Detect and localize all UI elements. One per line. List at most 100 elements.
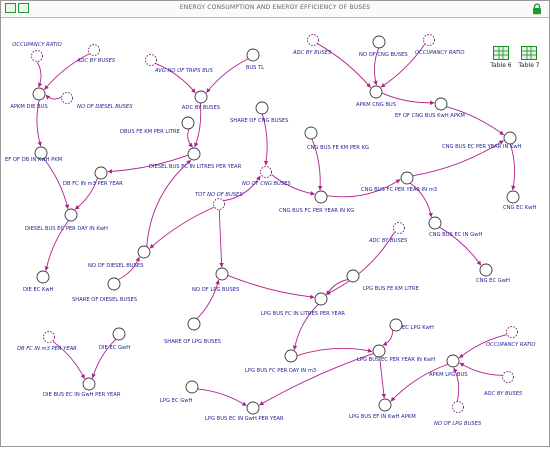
node-occ2[interactable]: OCCUPANCY RATIO bbox=[415, 34, 464, 57]
node-dbusfc[interactable]: DIESEL BUS FC IN LITRES PER YEAR bbox=[149, 147, 242, 170]
node-adcbuses[interactable]: ADC BY BUSES bbox=[182, 90, 220, 111]
converter-icon[interactable] bbox=[187, 147, 201, 161]
node-avgnotrips[interactable]: AVG NO OF TRIPS BUS bbox=[145, 54, 214, 75]
node-cngecgwh2[interactable]: CNG EC GwH bbox=[476, 263, 510, 284]
node-cngecgwh[interactable]: CNG BUS EC IN GwH bbox=[428, 216, 482, 238]
node-lpgfe[interactable]: LPG BUS FE KM LITRE bbox=[346, 269, 419, 292]
converter-icon[interactable] bbox=[64, 208, 78, 222]
node-occ1[interactable]: OCCUPANCY RATIO bbox=[12, 42, 62, 62]
map-icon[interactable] bbox=[5, 3, 16, 13]
ghost-converter-icon[interactable] bbox=[393, 222, 405, 234]
converter-icon[interactable] bbox=[32, 87, 46, 101]
ghost-converter-icon[interactable] bbox=[31, 50, 43, 62]
node-lpgecgwhpy[interactable]: LPG BUS EC IN GwH PER YEAR bbox=[205, 401, 284, 422]
model-icon[interactable] bbox=[18, 3, 29, 13]
converter-icon[interactable] bbox=[181, 116, 195, 130]
lock-icon[interactable] bbox=[531, 3, 543, 15]
converter-icon[interactable] bbox=[479, 263, 493, 277]
node-lpgfcl[interactable]: LPG BUS FC IN LITRES PER YEAR bbox=[261, 292, 345, 317]
converter-icon[interactable] bbox=[446, 354, 460, 368]
node-bustl[interactable]: BUS TL bbox=[246, 48, 264, 71]
node-shcng[interactable]: SHARE OF CNG BUSES bbox=[230, 101, 288, 124]
node-adc1[interactable]: ADC BY BUSES bbox=[76, 44, 116, 65]
node-totno[interactable]: TOT NO OF BUSES bbox=[195, 192, 243, 210]
converter-icon[interactable] bbox=[372, 35, 386, 49]
node-cngfe[interactable]: CNG BUS FE KM PER KG bbox=[304, 126, 369, 151]
converter-icon[interactable] bbox=[137, 245, 151, 259]
ghost-converter-icon[interactable] bbox=[88, 44, 100, 56]
ghost-converter-icon[interactable] bbox=[43, 331, 55, 343]
node-apkmdie[interactable]: APKM DIE BUS bbox=[10, 87, 48, 110]
table-6-button[interactable]: Table 6 bbox=[487, 46, 515, 69]
converter-icon[interactable] bbox=[246, 48, 260, 62]
node-lpgecgwh[interactable]: LPG EC GwH bbox=[160, 380, 199, 404]
ghost-converter-icon[interactable] bbox=[61, 92, 73, 104]
node-lpgfcday[interactable]: LPG BUS FC PER DAY IN m3 bbox=[245, 349, 316, 374]
converter-icon[interactable] bbox=[187, 317, 201, 331]
node-dieecgwhpy[interactable]: DIE BUS EC IN GwH PER YEAR bbox=[43, 377, 121, 398]
node-cngfckg[interactable]: CNG BUS FC PER YEAR IN KG bbox=[279, 190, 354, 214]
converter-icon[interactable] bbox=[34, 146, 48, 160]
converter-icon[interactable] bbox=[346, 269, 360, 283]
node-lpgef[interactable]: LPG BUS EF IN KwH APKM bbox=[349, 398, 416, 420]
node-dbfc2[interactable]: DB FC IN m3 PER YEAR bbox=[17, 331, 77, 353]
node-adc4[interactable]: ADC BY BUSES bbox=[483, 371, 523, 398]
node-shdiesel[interactable]: SHARE OF DIESEL BUSES bbox=[72, 277, 137, 303]
converter-icon[interactable] bbox=[389, 318, 403, 332]
converter-icon[interactable] bbox=[428, 216, 442, 230]
node-cngec[interactable]: CNG EC KwH bbox=[503, 190, 536, 211]
node-dbusec[interactable]: DIESEL BUS EC PER DAY IN KwH bbox=[25, 208, 108, 232]
node-nolpg2[interactable]: NO OF LPG BUSES bbox=[434, 401, 482, 428]
node-nodie[interactable]: NO OF DIESEL BUSES bbox=[61, 92, 134, 111]
converter-icon[interactable] bbox=[369, 85, 383, 99]
node-adc2[interactable]: ADC BY BUSES bbox=[292, 34, 332, 57]
converter-icon[interactable] bbox=[255, 101, 269, 115]
node-dieec[interactable]: DIE EC KwH bbox=[23, 270, 54, 293]
node-nodiesel[interactable]: NO OF DIESEL BUSES bbox=[88, 245, 151, 269]
converter-icon[interactable] bbox=[112, 327, 126, 341]
node-apkmlpg[interactable]: APKM LPG BUS bbox=[429, 354, 468, 378]
converter-icon[interactable] bbox=[185, 380, 199, 394]
ghost-converter-icon[interactable] bbox=[145, 54, 157, 66]
converter-icon[interactable] bbox=[400, 171, 414, 185]
converter-icon[interactable] bbox=[314, 190, 328, 204]
node-dbusfe[interactable]: DBUS FE KM PER LITRE bbox=[120, 116, 195, 135]
ghost-converter-icon[interactable] bbox=[260, 166, 272, 178]
converter-icon[interactable] bbox=[194, 90, 208, 104]
node-cngfcm3[interactable]: CNG BUS FC PER YEAR IN m3 bbox=[361, 171, 437, 193]
ghost-converter-icon[interactable] bbox=[307, 34, 319, 46]
node-dieecgwh[interactable]: DIE EC GwH bbox=[99, 327, 130, 351]
converter-icon[interactable] bbox=[284, 349, 298, 363]
ghost-converter-icon[interactable] bbox=[452, 401, 464, 413]
node-adc3[interactable]: ADC BY BUSES bbox=[368, 222, 408, 245]
node-nolpg[interactable]: NO OF LPG BUSES bbox=[192, 267, 239, 293]
converter-icon[interactable] bbox=[314, 292, 328, 306]
diagram-canvas[interactable]: OCCUPANCY RATIO ADC BY BUSES APKM DIE BUS N… bbox=[1, 18, 549, 446]
node-nocng1[interactable]: NO OF CNG BUSES bbox=[242, 166, 291, 188]
ghost-converter-icon[interactable] bbox=[502, 371, 514, 383]
node-eclpg[interactable]: EC LPG KwH bbox=[389, 318, 434, 332]
converter-icon[interactable] bbox=[506, 190, 520, 204]
converter-icon[interactable] bbox=[503, 131, 517, 145]
converter-icon[interactable] bbox=[82, 377, 96, 391]
node-cngecyr[interactable]: CNG BUS EC PER YEAR IN KwH bbox=[442, 131, 522, 150]
ghost-converter-icon[interactable] bbox=[213, 198, 225, 210]
node-efdb[interactable]: EF OF DB IN KwH PKM bbox=[5, 146, 62, 163]
converter-icon[interactable] bbox=[434, 97, 448, 111]
node-efcng[interactable]: EF OF CNG BUS KwH APKM bbox=[395, 97, 465, 119]
node-apkmcng[interactable]: APKM CNG BUS bbox=[356, 85, 396, 108]
node-shlpg[interactable]: SHARE OF LPG BUSES bbox=[164, 317, 221, 345]
ghost-converter-icon[interactable] bbox=[423, 34, 435, 46]
node-lpgecyr[interactable]: LPG BUS EC PER YEAR IN KwH bbox=[357, 344, 435, 363]
table-7-button[interactable]: Table 7 bbox=[515, 46, 543, 69]
converter-icon[interactable] bbox=[372, 344, 386, 358]
ghost-converter-icon[interactable] bbox=[506, 326, 518, 338]
converter-icon[interactable] bbox=[378, 398, 392, 412]
converter-icon[interactable] bbox=[304, 126, 318, 140]
converter-icon[interactable] bbox=[215, 267, 229, 281]
converter-icon[interactable] bbox=[36, 270, 50, 284]
node-occ3[interactable]: OCCUPANCY RATIO bbox=[486, 326, 535, 349]
node-dbfc[interactable]: DB FC IN m3 PER YEAR bbox=[63, 166, 123, 187]
converter-icon[interactable] bbox=[246, 401, 260, 415]
converter-icon[interactable] bbox=[94, 166, 108, 180]
